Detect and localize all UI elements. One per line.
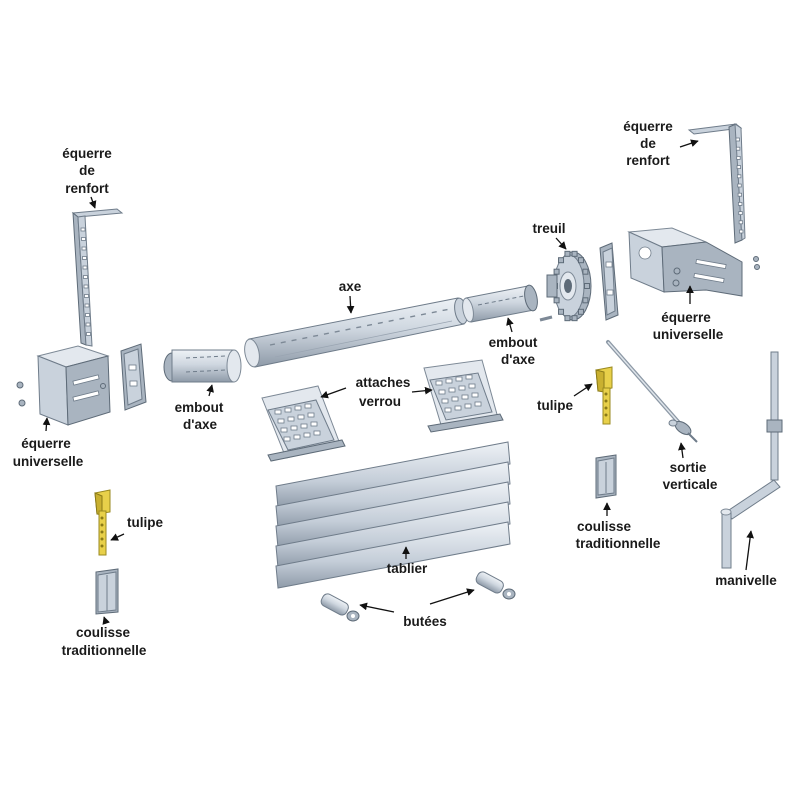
attache-verrou-left-part [261, 385, 346, 462]
label-equerre-universelle-right: équerre universelle [653, 285, 724, 342]
label-embout-axe-right: embout d'axe [489, 317, 538, 367]
label-coulisse-right: coulisse traditionnelle [576, 502, 661, 551]
label-line: tulipe [127, 515, 163, 530]
embout-axe-right-part [462, 284, 553, 323]
label-line: sortie [670, 460, 707, 475]
label-line: d'axe [183, 417, 217, 432]
label-line: universelle [13, 454, 84, 469]
label-line: verrou [359, 394, 401, 409]
label-line: verticale [663, 477, 718, 492]
label-sortie-verticale: sortie verticale [663, 442, 718, 492]
label-tulipe-left: tulipe [110, 515, 163, 541]
label-line: treuil [532, 221, 565, 236]
manivelle-part [720, 351, 783, 569]
butee-left-part [320, 593, 360, 622]
label-equerre-renfort-right: équerre de renfort [623, 119, 699, 168]
coulisse-right-part [595, 454, 617, 499]
label-line: renfort [626, 153, 670, 168]
tulipe-left-part [94, 489, 111, 556]
label-line: équerre [21, 436, 71, 451]
label-embout-axe-left: embout d'axe [175, 384, 224, 432]
label-attaches-verrou: attaches verrou [320, 375, 433, 409]
attache-verrou-right-part [423, 359, 504, 433]
equerre-universelle-left-part [16, 345, 111, 426]
label-line: axe [339, 279, 362, 294]
end-plate-right [599, 242, 619, 321]
label-equerre-universelle-left: équerre universelle [13, 417, 84, 469]
label-axe: axe [339, 279, 362, 314]
label-line: traditionnelle [576, 536, 661, 551]
label-line: d'axe [501, 352, 535, 367]
label-line: équerre [623, 119, 673, 134]
label-line: renfort [65, 181, 109, 196]
label-equerre-renfort-left: équerre de renfort [62, 146, 112, 209]
label-tablier: tablier [387, 546, 428, 576]
tulipe-right-part [595, 366, 613, 425]
label-coulisse-left: coulisse traditionnelle [62, 616, 147, 658]
label-manivelle: manivelle [715, 530, 777, 588]
butee-right-part [475, 571, 516, 600]
label-tulipe-right: tulipe [537, 383, 593, 413]
label-line: embout [175, 400, 224, 415]
equerre-universelle-right-part [627, 227, 760, 297]
equerre-renfort-right-part [687, 123, 746, 244]
treuil-part [546, 250, 592, 322]
end-plate-left [120, 343, 147, 411]
axe-tube [244, 297, 468, 368]
label-line: tulipe [537, 398, 573, 413]
label-line: traditionnelle [62, 643, 147, 658]
label-line: de [640, 136, 656, 151]
label-line: embout [489, 335, 538, 350]
label-line: butées [403, 614, 447, 629]
label-line: coulisse [577, 519, 632, 534]
label-treuil: treuil [532, 221, 567, 250]
embout-axe-left-part [163, 349, 242, 383]
tablier-part [275, 441, 511, 589]
coulisse-left-part [95, 568, 119, 615]
sortie-verticale-part [606, 340, 698, 443]
label-line: attaches [356, 375, 411, 390]
label-line: universelle [653, 327, 724, 342]
equerre-renfort-left-part [71, 208, 124, 347]
label-butees: butées [359, 588, 475, 629]
label-line: tablier [387, 561, 428, 576]
label-line: équerre [661, 310, 711, 325]
label-line: de [79, 163, 95, 178]
label-line: équerre [62, 146, 112, 161]
label-line: manivelle [715, 573, 777, 588]
label-line: coulisse [76, 625, 131, 640]
